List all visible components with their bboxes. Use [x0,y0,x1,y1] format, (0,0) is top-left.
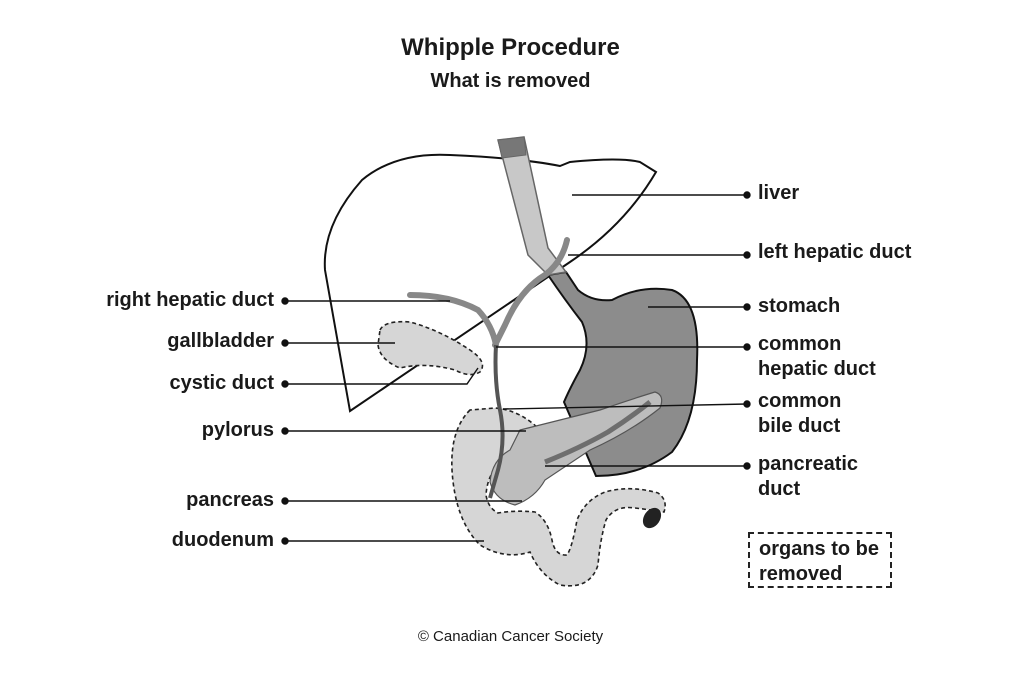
leader-dot [743,343,751,351]
copyright-notice: © Canadian Cancer Society [417,628,604,645]
label-duodenum: duodenum [171,529,274,551]
common-hepatic-duct-dark [497,136,527,159]
leader-common-bile-duct [502,403,748,410]
leader-dot [281,427,289,435]
gallbladder-shape [377,320,484,376]
left-hepatic-duct-shape [492,237,570,348]
leader-dot [281,380,289,388]
label-pancreas: pancreas [186,489,274,511]
leader-cystic-duct [285,367,479,385]
leader-dot [743,251,751,259]
label-stomach: stomach [758,295,841,317]
leader-dot [743,303,751,311]
leader-dot [281,339,289,347]
intestine-opening [642,507,662,529]
legend-removed-organs: organs to be removed [748,532,892,588]
label-common-bile-duct: common bile duct [758,390,842,437]
leader-dot [281,497,289,505]
pancreatic-duct-shape [544,400,652,465]
label-right-hepatic-duct: right hepatic duct [106,289,274,311]
diagram-title: Whipple Procedure [401,34,620,61]
leader-dot [743,462,751,470]
label-pylorus: pylorus [201,419,274,441]
label-left-hepatic-duct: left hepatic duct [758,241,912,263]
label-common-hepatic-duct: common hepatic duct [758,333,876,380]
label-liver: liver [758,182,800,204]
label-gallbladder: gallbladder [167,330,274,352]
right-hepatic-duct-shape [407,292,499,348]
leader-dot [743,400,751,408]
leader-dot [281,537,289,545]
leader-dot [281,297,289,305]
label-pancreatic-duct: pancreatic duct [758,453,859,500]
leader-dot [743,191,751,199]
label-cystic-duct: cystic duct [169,372,274,394]
common-bile-duct-shape [488,344,505,499]
diagram-subtitle: What is removed [430,70,591,92]
